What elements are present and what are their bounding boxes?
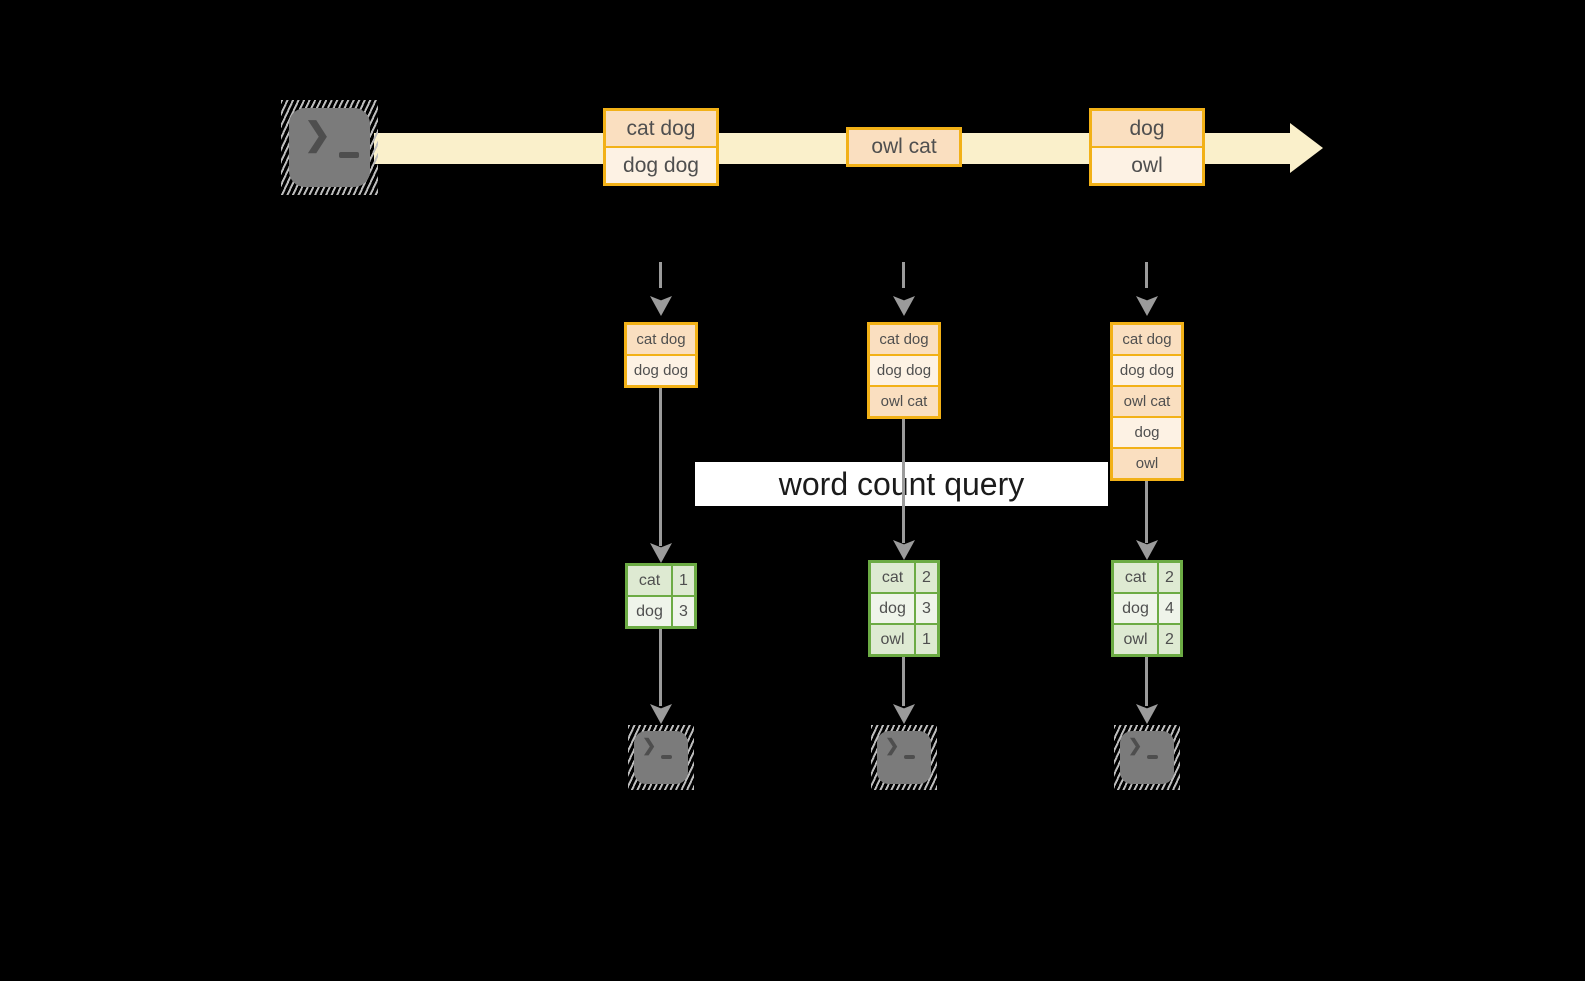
batch-line: dog dog [627, 356, 695, 385]
count-value: 1 [916, 625, 937, 654]
terminal-screen: ❯ [289, 108, 370, 187]
batch-line: cat dog [1113, 325, 1181, 354]
count-value: 2 [1159, 563, 1180, 592]
event-line: dog dog [606, 148, 716, 183]
count-value: 3 [673, 597, 694, 626]
flow-arrow-line [902, 419, 905, 543]
flow-arrowhead-icon [893, 540, 915, 560]
batch-line: owl cat [1113, 387, 1181, 416]
count-value: 2 [916, 563, 937, 592]
prompt-chevron-icon: ❯ [304, 116, 331, 152]
batch-line: cat dog [627, 325, 695, 354]
terminal-screen: ❯ [1120, 731, 1174, 784]
flow-arrowhead-icon [650, 704, 672, 724]
prompt-chevron-icon: ❯ [642, 736, 657, 755]
terminal-screen: ❯ [877, 731, 931, 784]
count-word: owl [1114, 625, 1157, 654]
trigger-arrowhead-icon [893, 296, 915, 316]
prompt-cursor-icon [661, 755, 672, 759]
trigger-arrowhead-icon [650, 296, 672, 316]
batch-line: dog dog [1113, 356, 1181, 385]
input-batch-box-1: cat dog dog dog [624, 322, 698, 388]
batch-line: dog [1113, 418, 1181, 447]
batch-line: cat dog [870, 325, 938, 354]
prompt-cursor-icon [339, 152, 359, 158]
count-word: owl [871, 625, 914, 654]
batch-line: owl cat [870, 387, 938, 416]
flow-arrowhead-icon [1136, 704, 1158, 724]
sink-terminal-icon: ❯ [1114, 725, 1180, 790]
flow-arrow-line [659, 388, 662, 546]
event-line: dog [1092, 111, 1202, 146]
count-table-3: cat 2 dog 4 owl 2 [1111, 560, 1183, 657]
count-word: dog [1114, 594, 1157, 623]
flow-arrowhead-icon [650, 543, 672, 563]
trigger-arrow-dash [1145, 262, 1148, 288]
event-line: cat dog [606, 111, 716, 146]
terminal-screen: ❯ [634, 731, 688, 784]
count-table-1: cat 1 dog 3 [625, 563, 697, 629]
count-word: cat [628, 566, 671, 595]
batch-line: owl [1113, 449, 1181, 478]
flow-arrowhead-icon [1136, 540, 1158, 560]
prompt-chevron-icon: ❯ [1128, 736, 1143, 755]
trigger-arrow-dash [659, 262, 662, 288]
count-word: cat [1114, 563, 1157, 592]
count-value: 2 [1159, 625, 1180, 654]
event-line: owl cat [849, 130, 959, 164]
count-value: 3 [916, 594, 937, 623]
stream-arrow-head [1290, 123, 1323, 173]
sink-terminal-icon: ❯ [871, 725, 937, 790]
sink-terminal-icon: ❯ [628, 725, 694, 790]
flow-arrow-line [659, 629, 662, 706]
prompt-cursor-icon [1147, 755, 1158, 759]
count-word: dog [628, 597, 671, 626]
flow-arrowhead-icon [893, 704, 915, 724]
count-value: 4 [1159, 594, 1180, 623]
count-word: dog [871, 594, 914, 623]
count-word: cat [871, 563, 914, 592]
stream-event-box-2: owl cat [846, 127, 962, 167]
input-batch-box-3: cat dog dog dog owl cat dog owl [1110, 322, 1184, 481]
flow-arrow-line [1145, 657, 1148, 706]
trigger-arrow-dash [902, 262, 905, 288]
stream-event-box-3: dog owl [1089, 108, 1205, 186]
event-line: owl [1092, 148, 1202, 183]
source-terminal-icon: ❯ [281, 100, 378, 195]
prompt-chevron-icon: ❯ [885, 736, 900, 755]
count-table-2: cat 2 dog 3 owl 1 [868, 560, 940, 657]
prompt-cursor-icon [904, 755, 915, 759]
trigger-arrowhead-icon [1136, 296, 1158, 316]
query-label: word count query [778, 465, 1025, 502]
stream-event-box-1: cat dog dog dog [603, 108, 719, 186]
flow-arrow-line [902, 657, 905, 706]
batch-line: dog dog [870, 356, 938, 385]
query-banner: word count query [695, 462, 1108, 506]
input-batch-box-2: cat dog dog dog owl cat [867, 322, 941, 419]
count-value: 1 [673, 566, 694, 595]
flow-arrow-line [1145, 481, 1148, 543]
